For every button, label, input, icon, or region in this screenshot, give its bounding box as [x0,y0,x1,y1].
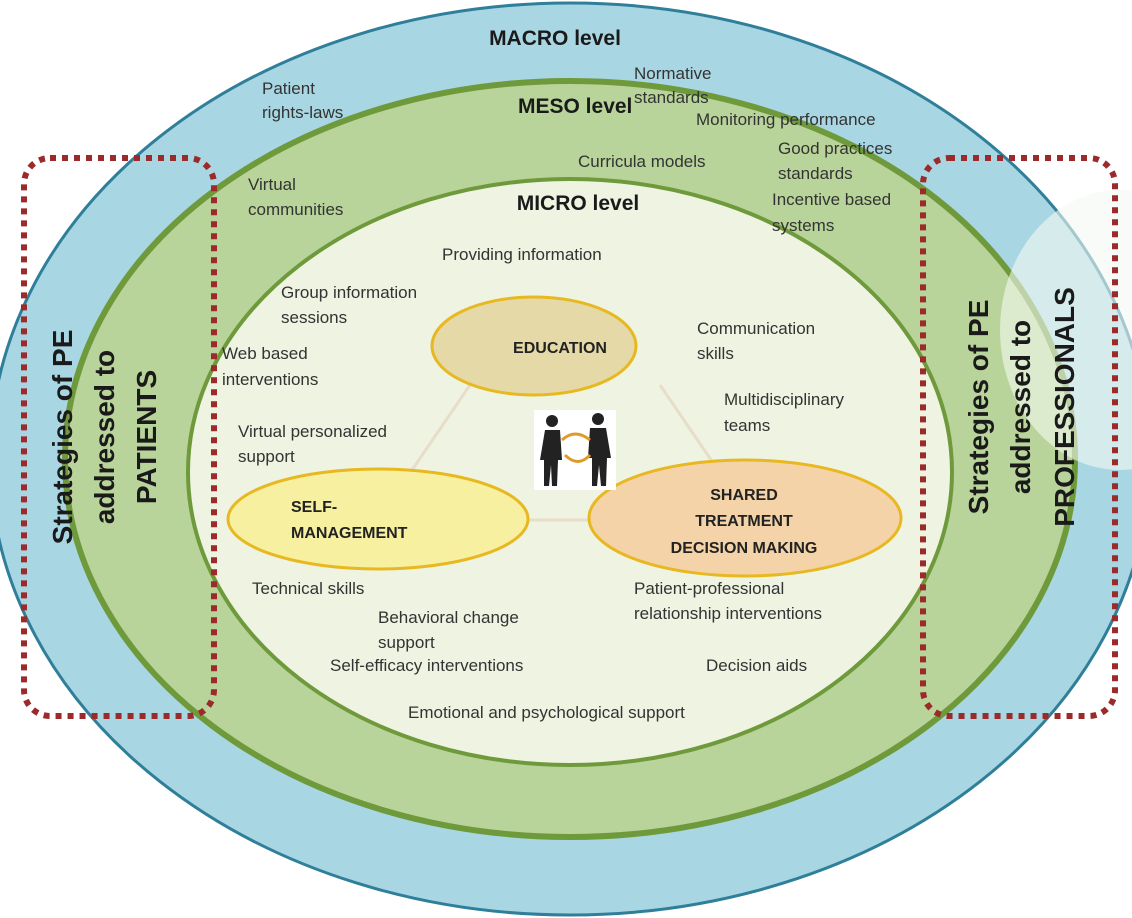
communication-label-1: Communication [697,319,815,338]
professionals-side-label: Strategies of PE addressed to PROFESSION… [963,287,1080,527]
shared-decision-label-3: DECISION MAKING [671,540,818,557]
handshake-figures-icon [534,410,616,490]
emotional-support-label: Emotional and psychological support [408,703,685,722]
patient-rights-label-2: rights-laws [262,103,343,122]
patients-strategy-box [21,155,217,719]
incentive-label-1: Incentive based [772,190,891,209]
patients-label-2: addressed to [89,350,120,524]
self-management-label-1: SELF- [291,499,337,516]
macro-level-label: MACRO level [489,27,621,50]
decision-aids-label: Decision aids [706,656,807,675]
patients-label-3: PATIENTS [131,370,162,504]
professionals-label-3: PROFESSIONALS [1049,287,1080,527]
good-practices-label-1: Good practices [778,139,892,158]
patients-side-label: Strategies of PE addressed to PATIENTS [47,330,162,545]
patient-rights-label-1: Patient [262,79,315,98]
patients-label-1: Strategies of PE [47,330,78,545]
micro-level-label: MICRO level [517,192,640,215]
normative-label-1: Normative [634,64,711,83]
technical-skills-label: Technical skills [252,579,364,598]
virtual-communities-label-2: communities [248,200,343,219]
decorative-circle [1000,190,1132,470]
providing-info-label: Providing information [442,245,602,264]
virtual-communities-label-1: Virtual [248,175,296,194]
normative-label-2: standards [634,88,709,107]
patient-prof-label-1: Patient-professional [634,579,784,598]
web-based-label-2: interventions [222,370,318,389]
group-info-label-2: sessions [281,308,347,327]
multidisciplinary-label-1: Multidisciplinary [724,390,844,409]
shared-decision-label-2: TREATMENT [695,513,793,530]
behavioral-label-2: support [378,633,435,652]
self-efficacy-label: Self-efficacy interventions [330,656,523,675]
virtual-support-label-1: Virtual personalized [238,422,387,441]
communication-label-2: skills [697,344,734,363]
multidisciplinary-label-2: teams [724,416,770,435]
behavioral-label-1: Behavioral change [378,608,519,627]
self-management-ellipse [226,467,530,571]
good-practices-label-2: standards [778,164,853,183]
curricula-label: Curricula models [578,152,706,171]
virtual-support-label-2: support [238,447,295,466]
self-management-label-2: MANAGEMENT [291,525,408,542]
professionals-strategy-box [920,155,1118,719]
shared-decision-ellipse [587,458,903,578]
monitoring-label: Monitoring performance [696,110,876,129]
professionals-label-2: addressed to [1005,320,1036,494]
meso-level-label: MESO level [518,95,632,118]
web-based-label-1: Web based [222,344,308,363]
professionals-label-1: Strategies of PE [963,300,994,515]
incentive-label-2: systems [772,216,834,235]
group-info-label-1: Group information [281,283,417,302]
shared-decision-label-1: SHARED [710,487,778,504]
patient-prof-label-2: relationship interventions [634,604,822,623]
education-ellipse [430,295,638,397]
education-label: EDUCATION [513,340,607,357]
